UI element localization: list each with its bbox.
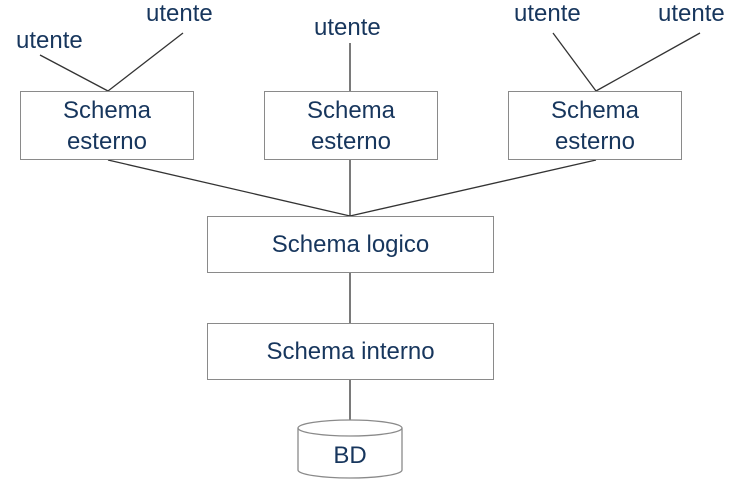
external-schema-box: Schema esterno	[20, 91, 194, 160]
connector-external1-logical	[107, 159, 351, 217]
user-label: utente	[314, 14, 381, 41]
logical-schema-box: Schema logico	[207, 216, 494, 273]
connector-user5-external3	[595, 32, 701, 92]
external-schema-box: Schema esterno	[264, 91, 438, 160]
database-cylinder-icon	[297, 419, 403, 479]
user-label: utente	[16, 27, 83, 54]
database-label: BD	[333, 442, 367, 469]
internal-schema-label: Schema interno	[266, 338, 435, 365]
logical-schema-label: Schema logico	[271, 231, 430, 258]
external-schema-line1: Schema	[306, 96, 396, 124]
user-label: utente	[658, 0, 725, 27]
external-schema-line2: esterno	[66, 127, 148, 155]
connector-external3-logical	[349, 159, 597, 217]
user-label: utente	[146, 0, 213, 27]
external-schema-line1: Schema	[62, 96, 152, 124]
external-schema-line1: Schema	[550, 96, 640, 124]
connector-user2-external1	[107, 32, 184, 92]
connector-user4-external3	[552, 32, 597, 92]
external-schema-line2: esterno	[554, 127, 636, 155]
user-label: utente	[514, 0, 581, 27]
internal-schema-box: Schema interno	[207, 323, 494, 380]
external-schema-box: Schema esterno	[508, 91, 682, 160]
connector-user1-external1	[39, 54, 109, 92]
external-schema-line2: esterno	[310, 127, 392, 155]
